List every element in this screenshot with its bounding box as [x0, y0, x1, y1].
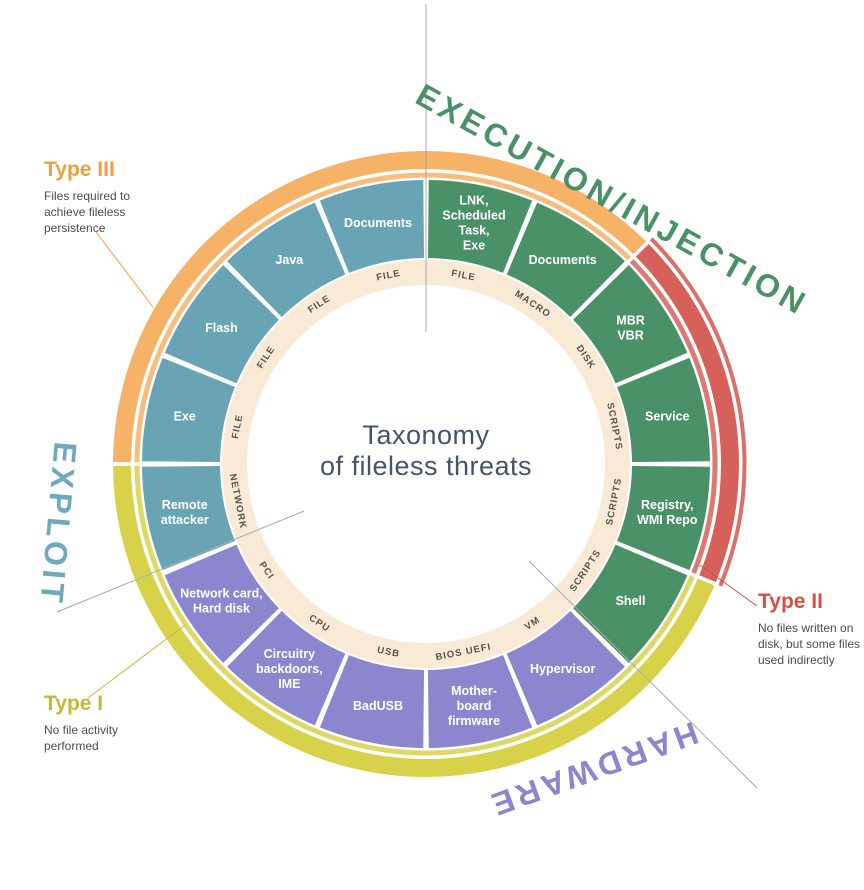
- segment-label-network-card-hard-disk: Network card,Hard disk: [180, 587, 263, 616]
- segment-label-java: Java: [275, 253, 304, 267]
- outer-band-type-ii-band: [635, 244, 739, 583]
- segment-documents: [319, 180, 425, 273]
- segment-service: [617, 357, 710, 463]
- callout-type-iii-desc: Files required to achieve fileless persi…: [44, 189, 131, 235]
- center-title-line1: Taxonomy: [362, 420, 490, 450]
- segment-hypervisor: [506, 611, 625, 726]
- type-iii-callout-line: [95, 231, 154, 308]
- inner-label-usb: USB: [376, 645, 401, 660]
- segment-java: [227, 202, 346, 317]
- segment-label-flash: Flash: [205, 321, 238, 335]
- inner-label-file: FILE: [230, 413, 246, 439]
- segment-circuitry-backdoors-ime: [227, 611, 346, 726]
- inner-label-file: FILE: [375, 268, 401, 284]
- segment-exe: [142, 357, 235, 463]
- segment-label-hypervisor: Hypervisor: [530, 662, 595, 676]
- segment-label-registry-wmi-repo: Registry,WMI Repo: [637, 498, 698, 527]
- center-title: Taxonomy of fileless threats: [320, 420, 532, 482]
- segment-lnk-scheduled-task-exe: [427, 180, 533, 273]
- callout-type-i-desc: No file activity performed: [44, 723, 119, 753]
- segment-network-card-hard-disk: [164, 544, 279, 663]
- segment-label-exe: Exe: [174, 410, 196, 424]
- segment-badusb: [319, 655, 425, 748]
- segment-label-shell: Shell: [616, 594, 646, 608]
- segment-label-service: Service: [645, 410, 690, 424]
- callout-type-ii: Type II No files written on disk, but so…: [758, 590, 862, 668]
- segment-mother-board-firmware: [427, 655, 533, 748]
- segment-documents: [506, 202, 625, 317]
- segment-registry-wmi-repo: [617, 465, 710, 571]
- hardware-callout-line: [528, 560, 758, 789]
- segment-label-documents: Documents: [344, 216, 412, 230]
- segment-remote-attacker: [142, 465, 235, 571]
- segment-label-badusb: BadUSB: [353, 699, 403, 713]
- segment-mbr-vbr: [573, 265, 688, 384]
- type-i-callout-line: [87, 624, 186, 699]
- center-title-line2: of fileless threats: [319, 451, 533, 481]
- callout-type-iii: Type III Files required to achieve filel…: [44, 158, 142, 236]
- callout-type-i: Type I No file activity performed: [44, 692, 144, 755]
- segment-flash: [164, 265, 279, 384]
- inner-label-file: FILE: [450, 268, 476, 284]
- segment-label-documents: Documents: [529, 253, 597, 267]
- callout-type-ii-desc: No files written on disk, but some files…: [758, 621, 861, 667]
- callout-type-i-title: Type I: [44, 692, 104, 715]
- callout-type-ii-title: Type II: [758, 590, 823, 613]
- outer-band-type-iii-band: [113, 151, 646, 463]
- callout-type-iii-title: Type III: [44, 158, 115, 181]
- type-ii-callout-line: [699, 564, 758, 607]
- exploit-callout-line: [56, 510, 305, 613]
